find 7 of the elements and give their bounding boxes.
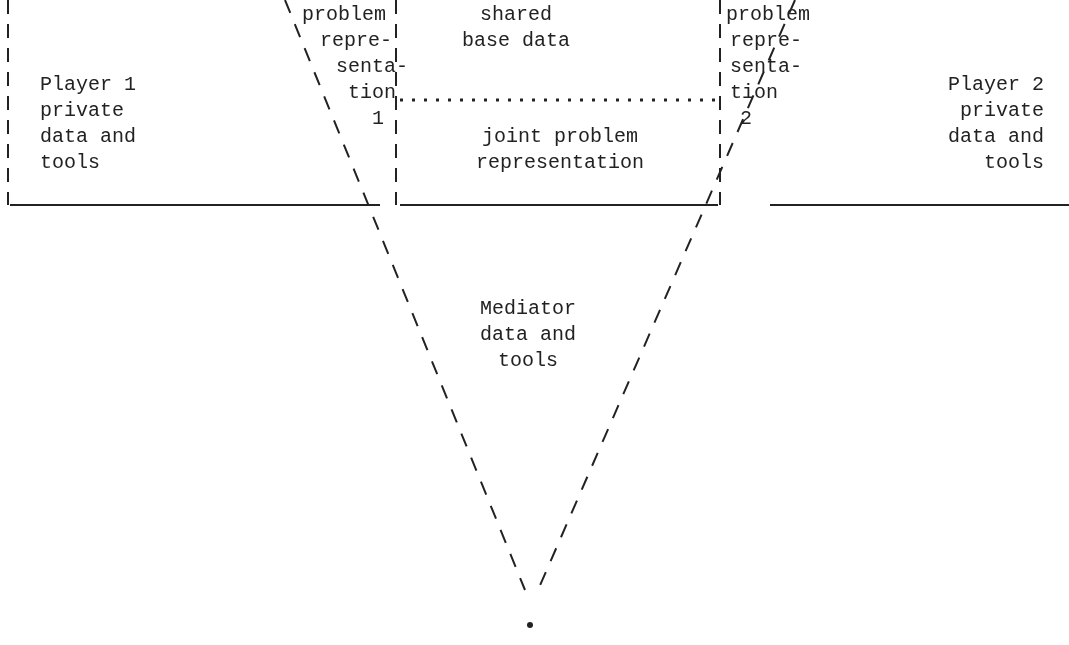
region-label: Mediator data and tools — [480, 296, 576, 374]
region-label: Player 1 private data and tools — [40, 72, 184, 176]
region-label: joint problem representation — [476, 124, 644, 176]
region-label: shared base data — [456, 2, 576, 54]
region-label: problem repre- senta- tion 2 — [726, 2, 810, 132]
region-label: Player 2 private data and tools — [900, 72, 1044, 176]
region-label: problem repre- senta- tion 1 — [302, 2, 408, 132]
